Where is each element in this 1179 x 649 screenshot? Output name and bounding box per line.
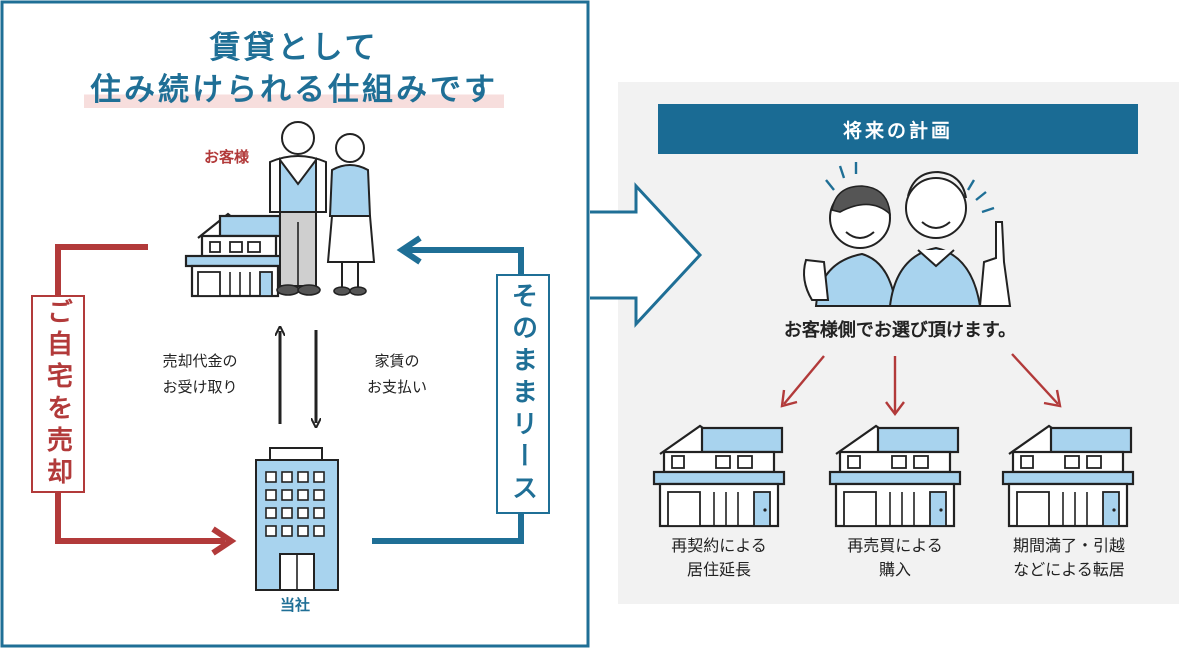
lease-flow-arrowhead bbox=[396, 235, 422, 265]
company-label: 当社 bbox=[280, 596, 311, 614]
sell-home-label: ご自宅を売却 bbox=[42, 298, 73, 490]
title-line1-text: 賃貸として bbox=[209, 30, 379, 66]
option-label-purchase: 再売買による 購入 bbox=[847, 536, 943, 579]
branch-arrow-left bbox=[783, 355, 825, 405]
option-house-purchase-icon bbox=[828, 424, 962, 528]
sale-proceeds-label: 売却代金の お受け取り bbox=[162, 352, 238, 396]
option-house-move-icon bbox=[1001, 424, 1135, 528]
future-plan-heading: 将来の計画 bbox=[658, 104, 1138, 154]
title-line2-text: 住み続けられる仕組みです bbox=[84, 72, 504, 108]
plan-couple-icon bbox=[803, 162, 1012, 307]
option-branch-arrows bbox=[780, 353, 1062, 416]
rent-payment-label: 家賃の お支払い bbox=[366, 352, 427, 396]
big-flow-arrow bbox=[590, 182, 703, 328]
customer-couple-icon bbox=[269, 121, 376, 296]
lease-label: そのままリース bbox=[507, 282, 538, 506]
customer-house-icon bbox=[184, 212, 284, 298]
lease-box bbox=[496, 274, 550, 514]
company-building-icon bbox=[255, 447, 339, 591]
customer-label: お客様 bbox=[204, 148, 250, 166]
future-plan-subtitle: お客様側でお選び頂けます。 bbox=[783, 320, 1017, 341]
diagram-title-line2: 住み続けられる仕組みです bbox=[0, 64, 588, 109]
branch-arrow-right bbox=[1011, 353, 1059, 405]
sell-home-box bbox=[31, 295, 85, 493]
option-house-extend-icon bbox=[652, 424, 786, 528]
option-label-move: 期間満了・引越 などによる転居 bbox=[1012, 536, 1125, 579]
option-label-extend: 再契約による 居住延長 bbox=[671, 536, 767, 579]
sell-flow-arrowhead bbox=[211, 526, 237, 556]
diagram-title-line1: 賃貸として bbox=[0, 22, 588, 67]
